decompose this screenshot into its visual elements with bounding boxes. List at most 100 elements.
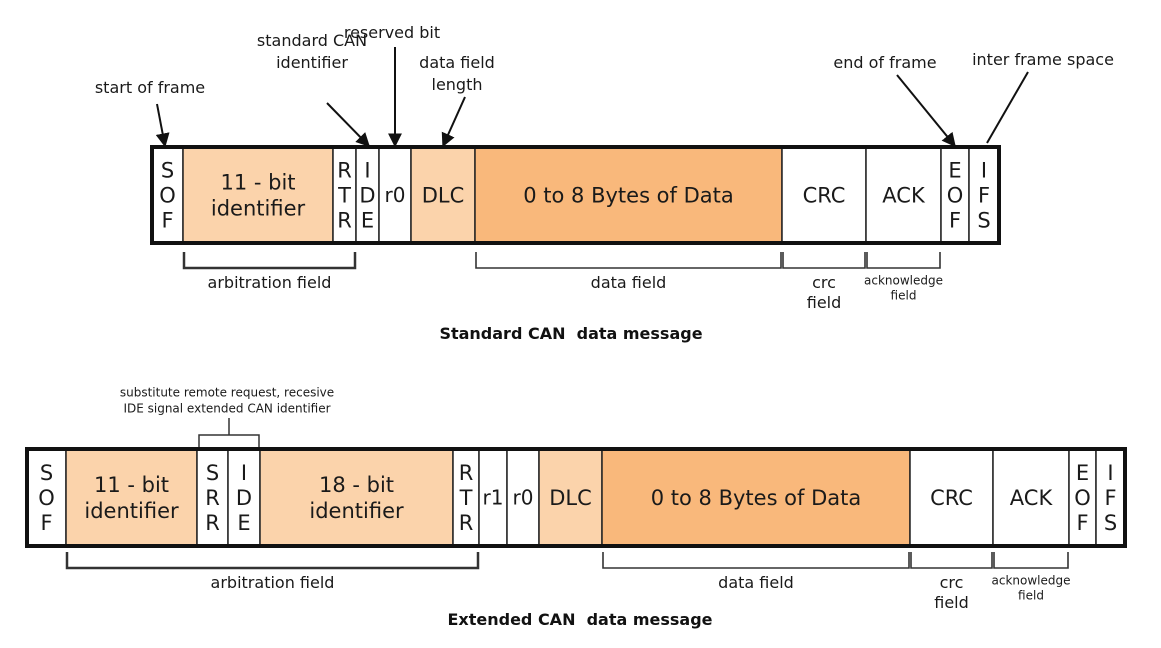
bracket-data-field-label-line: data field (718, 573, 794, 592)
bracket-data-field-line (475, 252, 782, 269)
bracket-crc-field-label-line: crc (940, 573, 964, 592)
field-ack-label-line: ACK (1010, 486, 1054, 510)
field-ack-label: ACK (1010, 486, 1054, 510)
bracket-arbitration-field-label-line: arbitration field (211, 573, 335, 592)
callout-inter-frame-space-label-line: inter frame space (972, 50, 1114, 69)
field-data: 0 to 8 Bytes of Data (474, 146, 783, 244)
field-data-label: 0 to 8 Bytes of Data (651, 486, 862, 510)
bracket-crc-field-line (910, 552, 993, 569)
field-sof-label-line: O (159, 184, 176, 208)
field-eof-label-line: E (1076, 461, 1089, 485)
bracket-arbitration-field-label-line: arbitration field (208, 273, 332, 292)
field-ifs-label-line: I (1107, 461, 1113, 485)
field-srr-label-line: R (205, 486, 220, 510)
bracket-acknowledge-field-line (993, 552, 1069, 569)
field-crc: CRC (909, 448, 994, 547)
field-dlc-box (410, 146, 476, 244)
field-ack: ACK (992, 448, 1070, 547)
field-rtr-label-line: R (459, 511, 474, 535)
field-dlc-label-line: DLC (549, 486, 592, 510)
bracket-acknowledge-field-label-line: acknowledge (992, 573, 1071, 587)
field-identifier-18-label-line: 18 - bit (319, 473, 394, 497)
callout-inter-frame-space: inter frame space (972, 50, 1114, 144)
callout-reserved-bit: reserved bit (344, 23, 440, 148)
bracket-data-field-label: data field (718, 573, 794, 592)
bracket-acknowledge-field-line (866, 252, 941, 269)
leader-line-inter-frame-space (986, 71, 1029, 144)
field-data-label: 0 to 8 Bytes of Data (523, 184, 734, 208)
bracket-data-field: data field (475, 252, 782, 292)
field-rtr-label-line: R (337, 209, 352, 233)
field-dlc-box (538, 448, 603, 547)
bracket-crc-field-label-line: crc (812, 273, 836, 292)
bracket-data-field-label: data field (591, 273, 667, 292)
callout-standard-can-identifier-label-line: standard CAN (257, 31, 367, 50)
field-ide-label-line: E (237, 511, 250, 535)
field-rtr-label-line: T (459, 486, 473, 510)
field-ack-label-line: ACK (882, 184, 926, 208)
field-sof-label-line: F (40, 511, 52, 535)
bracket-arbitration-field-label: arbitration field (211, 573, 335, 592)
field-r0: r0 (506, 448, 540, 547)
bracket-arbitration-field-label: arbitration field (208, 273, 332, 292)
field-identifier-11-label-line: 11 - bit (94, 473, 169, 497)
callout-end-of-frame: end of frame (833, 53, 956, 148)
callout-end-of-frame-label: end of frame (833, 53, 936, 72)
callout-standard-can-identifier-label-line: identifier (276, 53, 348, 72)
field-srr-box (196, 448, 229, 547)
callout-start-of-frame-label-line: start of frame (95, 78, 205, 97)
field-data: 0 to 8 Bytes of Data (601, 448, 911, 547)
callout-standard-can-identifier-label: standard CAN identifier (257, 31, 367, 72)
arrow-start-of-frame (155, 103, 170, 148)
standard-callouts: start of frame standard CAN identifier rese… (95, 23, 1114, 148)
field-crc-label-line: CRC (803, 184, 846, 208)
standard-frame-border (150, 145, 1001, 245)
bracket-data-field-line (602, 552, 910, 569)
srr-ide-note-bracket (198, 418, 260, 447)
bracket-arbitration-field-line (182, 252, 357, 270)
field-rtr-label-line: R (337, 159, 352, 183)
field-dlc-label: DLC (422, 184, 465, 208)
callout-data-field-length-label-line: data field (419, 53, 495, 72)
field-rtr-label-line: R (459, 461, 474, 485)
callout-start-of-frame-label: start of frame (95, 78, 205, 97)
field-ide-label-line: E (361, 209, 374, 233)
field-sof-label-line: S (161, 159, 174, 183)
field-r1-label: r1 (483, 486, 504, 510)
bracket-crc-field-label-line: field (807, 293, 842, 312)
field-ide-label-line: D (236, 486, 252, 510)
callout-end-of-frame-label-line: end of frame (833, 53, 936, 72)
callout-standard-can-identifier: standard CAN identifier (257, 31, 370, 148)
callout-reserved-bit-label-line: reserved bit (344, 23, 440, 42)
field-identifier-18-label-line: identifier (309, 499, 404, 523)
field-r0-label-line: r0 (513, 486, 534, 510)
field-crc: CRC (781, 146, 867, 244)
field-data-box (474, 146, 783, 244)
field-sof-label-line: F (161, 209, 173, 233)
bracket-data-field-label-line: data field (591, 273, 667, 292)
field-r0-label-line: r0 (385, 183, 406, 207)
field-r1-label-line: r1 (483, 486, 504, 510)
field-r0-label: r0 (385, 183, 406, 207)
